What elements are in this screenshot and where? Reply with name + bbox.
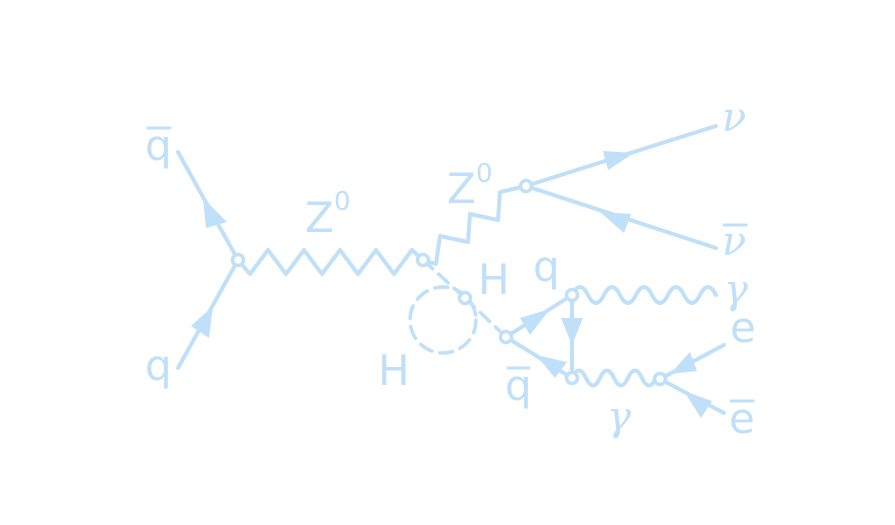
- qbar-in-label: q: [145, 121, 172, 170]
- vertex-h-qq: [498, 329, 514, 345]
- z0-right-superscript: 0: [476, 159, 493, 189]
- vertex-z-nunu: [518, 178, 534, 194]
- vertex-qq-z: [230, 252, 246, 268]
- nu-arrow: [603, 151, 634, 170]
- gamma-lower-label: γ: [607, 394, 631, 440]
- z0-left-label: Z: [305, 193, 334, 242]
- z0-outgoing-propagator: [421, 184, 528, 266]
- z0-propagator: [236, 248, 425, 276]
- vertex-higgs: [457, 290, 473, 306]
- q-in-arrow: [191, 306, 213, 338]
- q-loop-label: q: [533, 242, 560, 291]
- ebar-arrow: [684, 391, 712, 418]
- gamma-upper-label: γ: [724, 267, 748, 313]
- nu-label: ν: [722, 95, 746, 141]
- h-upper-label: H: [478, 255, 510, 304]
- qbar-in-arrow: [203, 198, 227, 228]
- higgs-line-to-loop: [463, 296, 508, 339]
- q-loop-arrow: [520, 309, 550, 335]
- e-label: e: [730, 303, 756, 352]
- nubar-arrow: [600, 212, 631, 233]
- higgs-loop: [408, 285, 478, 355]
- vertex-z-zh: [415, 252, 431, 268]
- triangle-vertical-arrow: [561, 318, 583, 345]
- q-in-label: q: [145, 341, 172, 390]
- ebar-label: e: [729, 394, 755, 443]
- photon-lower: [570, 368, 662, 388]
- nubar-label: ν: [722, 219, 746, 265]
- h-lower-label: H: [378, 346, 410, 395]
- z0-left-superscript: 0: [334, 187, 351, 217]
- photon-upper: [570, 285, 718, 305]
- vertex-qbar-gamma: [564, 370, 580, 386]
- z0-right-label: Z: [447, 164, 476, 213]
- e-arrow: [670, 352, 697, 374]
- qbar-loop-label: q: [505, 361, 532, 410]
- vertex-gamma-ee: [652, 371, 668, 387]
- qbar-loop-arrow: [536, 355, 567, 378]
- vertex-q-gamma: [564, 287, 580, 303]
